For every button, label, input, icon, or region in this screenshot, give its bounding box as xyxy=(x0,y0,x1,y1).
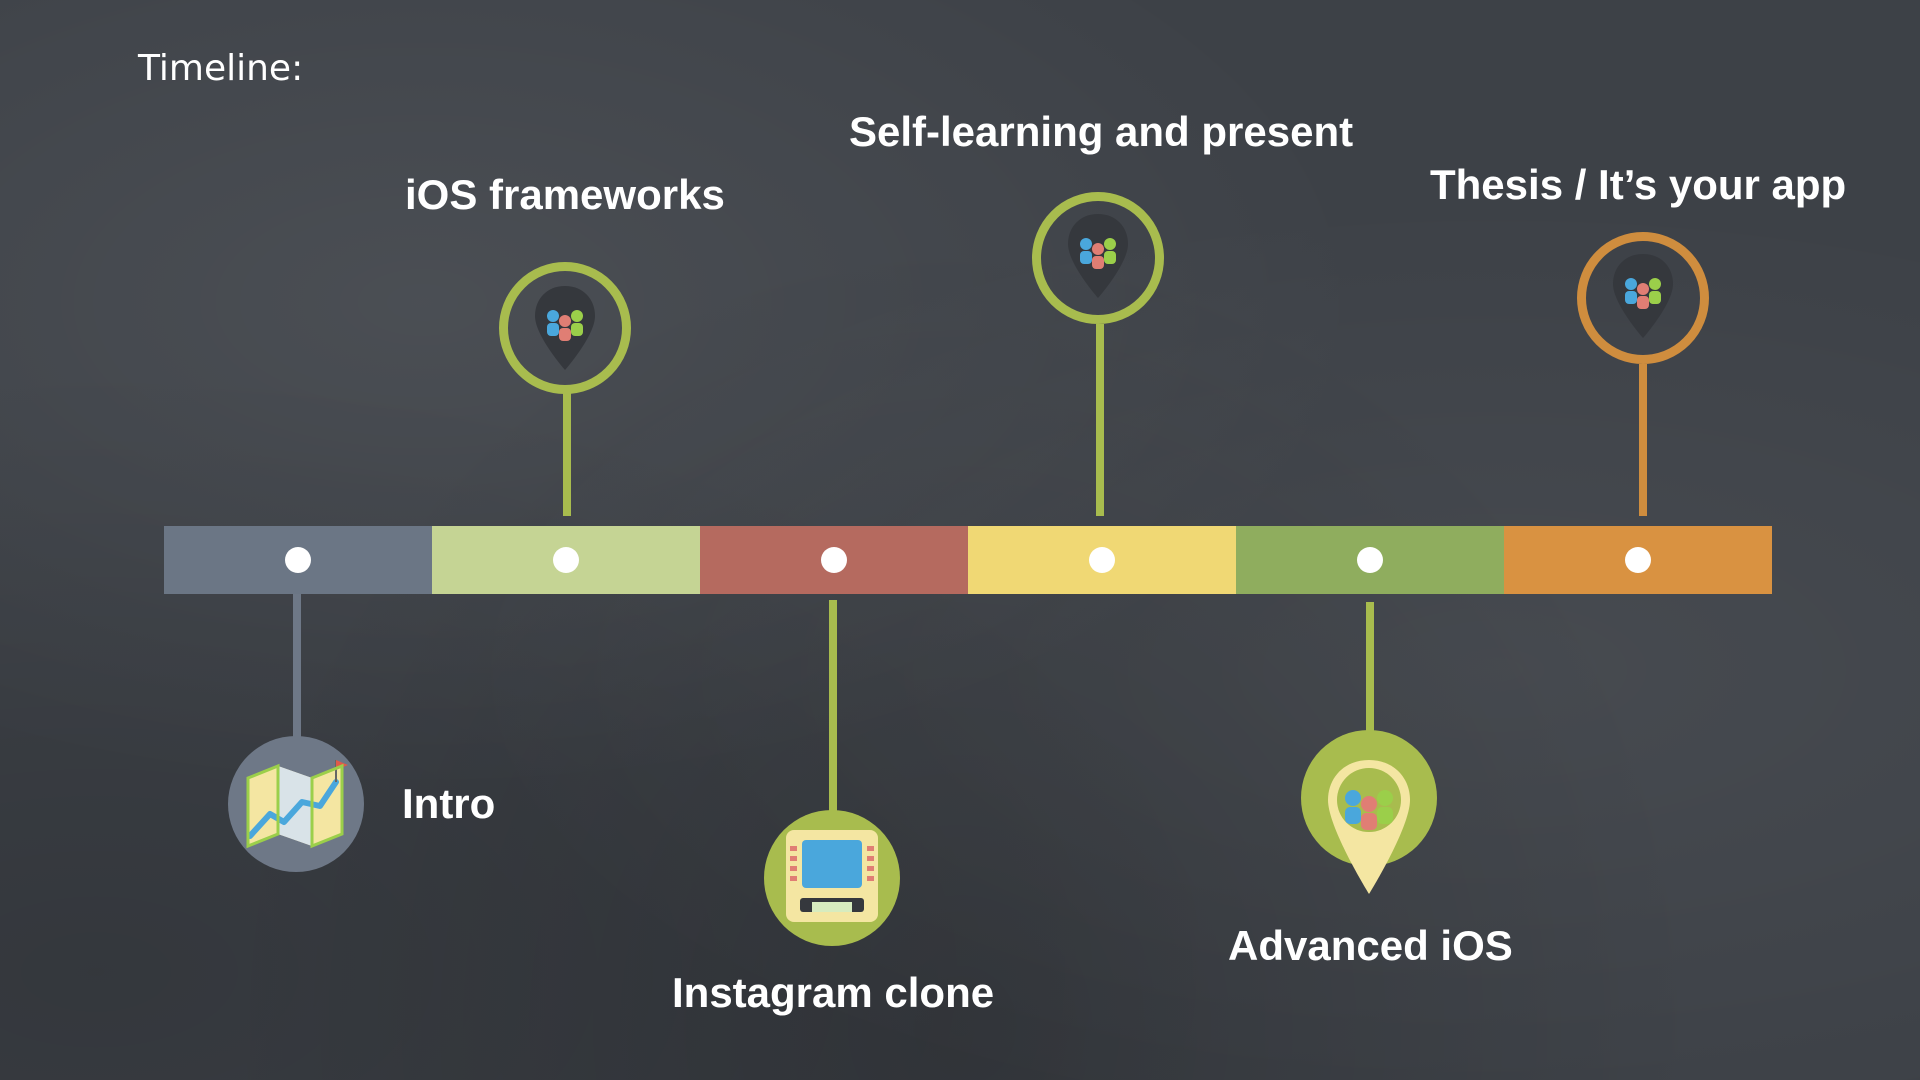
map-icon xyxy=(246,760,348,849)
team-pin-icon xyxy=(1328,760,1410,894)
slide-title: Timeline: xyxy=(138,48,304,89)
timeline-segment-intro xyxy=(164,526,432,594)
timeline-dot xyxy=(285,547,311,573)
ios-frameworks-ring xyxy=(499,262,631,394)
connector-line xyxy=(1639,364,1647,516)
milestone-label-ios-frameworks: iOS frameworks xyxy=(405,171,725,218)
connector-line xyxy=(829,600,837,812)
intro-badge xyxy=(228,736,364,872)
thesis-ring xyxy=(1577,232,1709,364)
connector-line xyxy=(1096,324,1104,516)
team-pin-icon xyxy=(1613,254,1673,338)
timeline-segment-self-learning xyxy=(968,526,1236,594)
timeline-segment-thesis xyxy=(1504,526,1772,594)
milestone-label-thesis: Thesis / It’s your app xyxy=(1430,161,1847,208)
self-learning-ring xyxy=(1032,192,1164,324)
team-pin-icon xyxy=(1068,214,1128,298)
timeline-segment-ios-frameworks xyxy=(432,526,700,594)
connector-line xyxy=(1366,602,1374,734)
timeline-dot xyxy=(1089,547,1115,573)
connector-line xyxy=(563,392,571,516)
timeline-dot xyxy=(1625,547,1651,573)
timeline-dot xyxy=(1357,547,1383,573)
timeline-bar xyxy=(164,526,1772,594)
instagram-clone-badge xyxy=(764,810,900,946)
milestone-label-self-learning: Self-learning and present xyxy=(849,108,1354,155)
timeline-segment-advanced-ios xyxy=(1236,526,1504,594)
connector-line xyxy=(293,594,301,744)
milestone-label-instagram-clone: Instagram clone xyxy=(672,969,995,1016)
atm-icon xyxy=(786,830,878,922)
team-pin-icon xyxy=(535,286,595,370)
timeline-dot xyxy=(553,547,579,573)
milestone-label-advanced-ios: Advanced iOS xyxy=(1228,922,1513,969)
milestone-label-intro: Intro xyxy=(402,780,496,827)
timeline-segment-instagram-clone xyxy=(700,526,968,594)
timeline-dot xyxy=(821,547,847,573)
